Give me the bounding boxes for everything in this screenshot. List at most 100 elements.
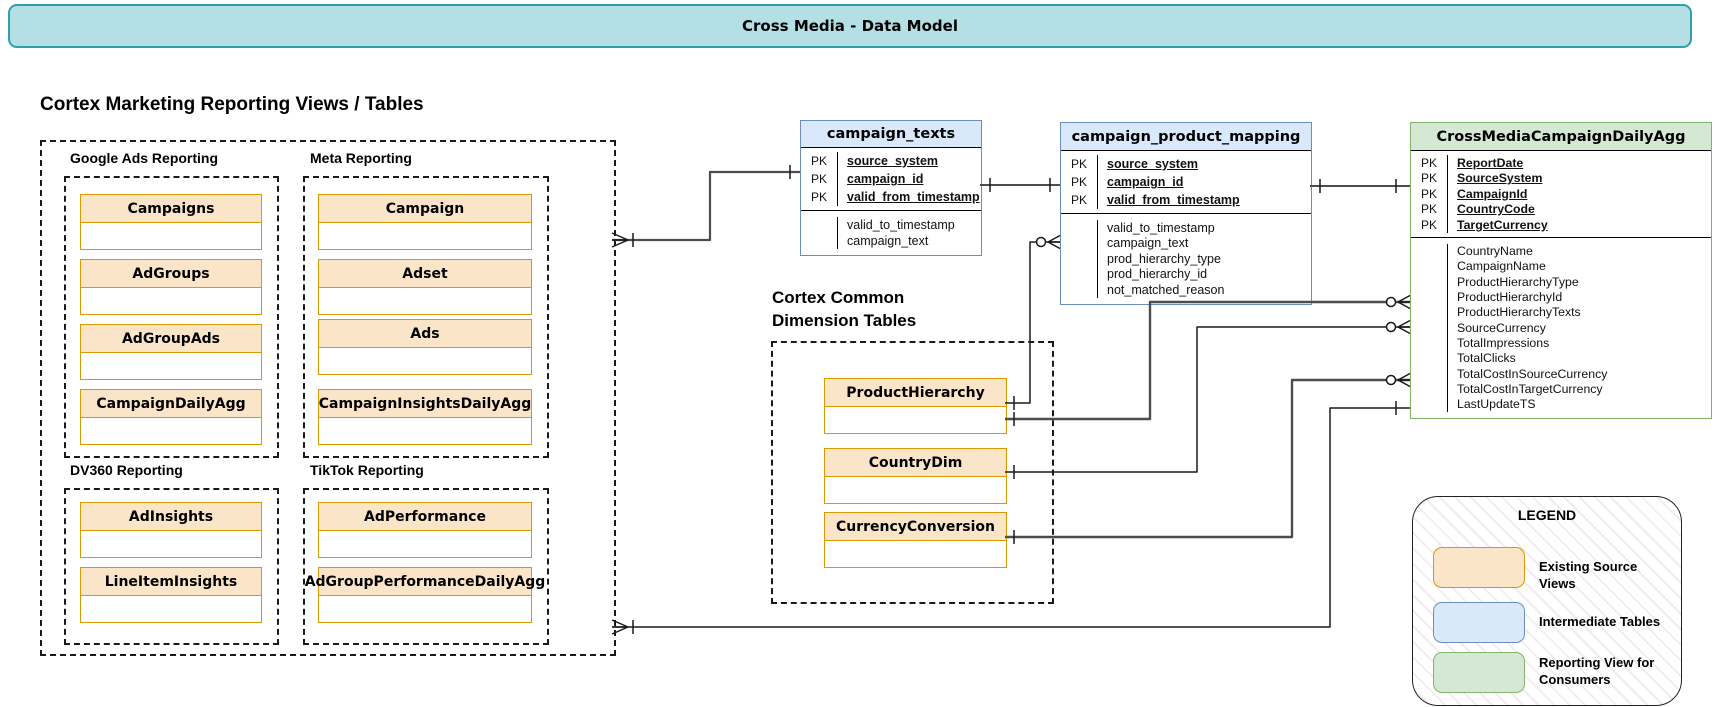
- connector-texts-to-mapping: [980, 178, 1060, 192]
- pk-field: valid_from_timestamp: [847, 190, 980, 204]
- entity-currencyconversion: CurrencyConversion: [824, 512, 1007, 568]
- field: CampaignName: [1457, 259, 1546, 274]
- entity-body: [825, 407, 1006, 433]
- group-box-dv360: [64, 488, 279, 645]
- entity-adgroupperformancedailyagg: AdGroupPerformanceDailyAgg: [305, 567, 545, 623]
- entity-campaigns: Campaigns: [80, 194, 262, 250]
- entity-body: [81, 353, 261, 379]
- entity-adset: Adset: [318, 259, 532, 315]
- field: campaign_text: [1107, 236, 1189, 251]
- entity-adinsights: AdInsights: [80, 502, 262, 558]
- field: CountryName: [1457, 244, 1533, 259]
- connector-producthierarchy-to-crossmedia: [1005, 294, 1411, 426]
- entity-title: AdInsights: [81, 503, 261, 531]
- field: LastUpdateTS: [1457, 397, 1536, 412]
- entity-body: [81, 223, 261, 249]
- field: prod_hierarchy_id: [1107, 267, 1208, 282]
- legend-label: Reporting View for Consumers: [1539, 655, 1655, 687]
- pk-label: PK: [1411, 201, 1448, 217]
- legend-swatch-existing-source-views: [1433, 547, 1525, 588]
- entity-body: [81, 596, 261, 622]
- table-title: CrossMediaCampaignDailyAgg: [1411, 123, 1711, 151]
- group-label-meta: Meta Reporting: [310, 150, 412, 166]
- pk-field: valid_from_timestamp: [1107, 193, 1240, 207]
- entity-title: CampaignDailyAgg: [81, 390, 261, 418]
- entity-title: ProductHierarchy: [825, 379, 1006, 407]
- pk-label: PK: [1411, 186, 1448, 202]
- legend-swatch-intermediate-tables: [1433, 602, 1525, 643]
- field: valid_to_timestamp: [847, 218, 955, 232]
- pk-label: PK: [801, 170, 838, 188]
- connector-currencyconversion-to-crossmedia: [1005, 372, 1411, 544]
- entity-body: [81, 418, 261, 444]
- legend-label: Existing Source Views: [1539, 559, 1638, 591]
- connector-mapping-to-crossmedia: [1310, 179, 1410, 193]
- legend-label: Intermediate Tables: [1539, 614, 1661, 629]
- pk-field: ReportDate: [1457, 155, 1524, 170]
- entity-title: AdGroups: [81, 260, 261, 288]
- entity-title: CurrencyConversion: [825, 513, 1006, 541]
- field: valid_to_timestamp: [1107, 220, 1215, 235]
- pk-label: PK: [801, 188, 838, 206]
- entity-ads: Ads: [318, 319, 532, 375]
- entity-campaigndailyagg: CampaignDailyAgg: [80, 389, 262, 445]
- group-box-google-ads: [64, 176, 279, 458]
- entity-campaigninsightsdailyagg: CampaignInsightsDailyAgg: [318, 389, 532, 445]
- entity-title: AdGroupPerformanceDailyAgg: [305, 568, 545, 596]
- entity-body: [81, 288, 261, 314]
- group-box-tiktok: [303, 488, 549, 645]
- group-box-meta: [303, 176, 549, 458]
- field: prod_hierarchy_type: [1107, 251, 1221, 266]
- pk-label: PK: [1411, 155, 1448, 171]
- entity-campaign: Campaign: [318, 194, 532, 250]
- pk-field: source_system: [847, 154, 939, 168]
- entity-producthierarchy: ProductHierarchy: [824, 378, 1007, 434]
- field: ProductHierarchyType: [1457, 274, 1579, 289]
- marketing-section-heading: Cortex Marketing Reporting Views / Table…: [40, 94, 424, 115]
- legend-swatch-reporting-view: [1433, 652, 1525, 693]
- pk-label: PK: [1411, 217, 1448, 233]
- field-section: valid_to_timestamp campaign_text: [801, 210, 981, 255]
- legend-box: LEGEND Existing Source Views Intermediat…: [1412, 496, 1682, 706]
- pk-label: PK: [1411, 170, 1448, 186]
- entity-title: Campaigns: [81, 195, 261, 223]
- pk-label: PK: [1061, 191, 1098, 209]
- field-section: CountryName CampaignName ProductHierarch…: [1411, 236, 1711, 418]
- marketing-section-box: [40, 140, 616, 656]
- entity-title: AdGroupAds: [81, 325, 261, 353]
- connector-countrydim-to-crossmedia: [1005, 319, 1411, 479]
- field: TotalImpressions: [1457, 335, 1550, 350]
- entity-body: [319, 223, 531, 249]
- pk-field: TargetCurrency: [1457, 217, 1548, 232]
- pk-label: PK: [1061, 155, 1098, 173]
- entity-adgroupads: AdGroupAds: [80, 324, 262, 380]
- dimension-heading-line1: Cortex Common: [772, 288, 905, 307]
- table-title: campaign_product_mapping: [1061, 123, 1311, 151]
- field: campaign_text: [847, 234, 929, 248]
- field: TotalClicks: [1457, 351, 1516, 366]
- diagram-title-banner: Cross Media - Data Model: [8, 4, 1692, 48]
- entity-body: [825, 477, 1006, 503]
- field-section: valid_to_timestamp campaign_text prod_hi…: [1061, 213, 1311, 304]
- pk-label: PK: [801, 152, 838, 170]
- field: ProductHierarchyTexts: [1457, 305, 1581, 320]
- diagram-title: Cross Media - Data Model: [742, 17, 958, 35]
- entity-body: [319, 596, 531, 622]
- group-label-dv360: DV360 Reporting: [70, 462, 183, 478]
- entity-countrydim: CountryDim: [824, 448, 1007, 504]
- field: SourceCurrency: [1457, 320, 1546, 335]
- dimension-section-heading: Cortex Common Dimension Tables: [772, 286, 916, 332]
- entity-body: [825, 541, 1006, 567]
- field: not_matched_reason: [1107, 282, 1225, 297]
- group-label-tiktok: TikTok Reporting: [310, 462, 424, 478]
- entity-body: [319, 288, 531, 314]
- pk-field: campaign_id: [1107, 175, 1184, 189]
- group-label-google-ads: Google Ads Reporting: [70, 150, 219, 166]
- entity-title: CampaignInsightsDailyAgg: [319, 390, 531, 418]
- pk-field: SourceSystem: [1457, 171, 1543, 186]
